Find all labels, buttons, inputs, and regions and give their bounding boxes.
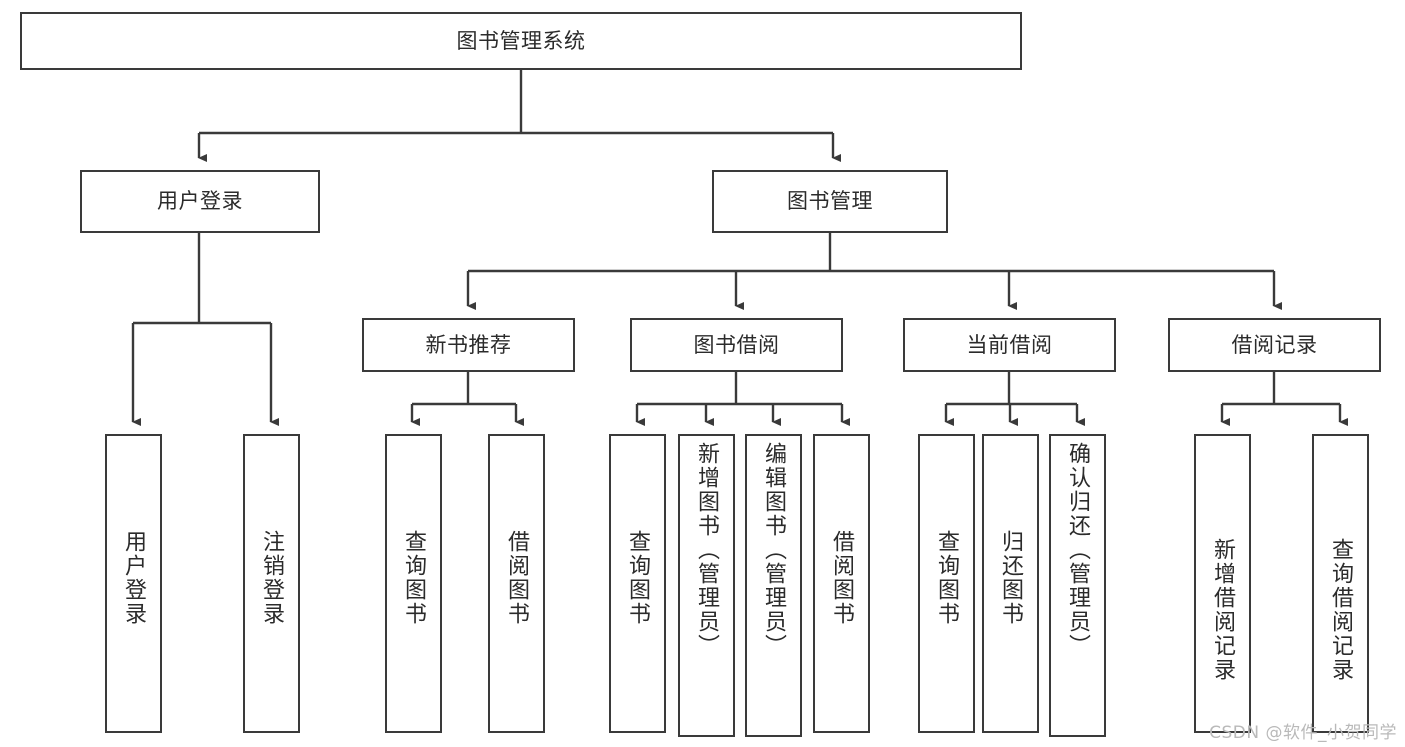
csdn-watermark: CSDN @软件_小贺同学 <box>1209 723 1397 743</box>
node-root-book-management-system[interactable]: 图书管理系统 <box>20 12 1022 70</box>
node-label: 借阅图书 <box>504 530 530 626</box>
node-borrow-record[interactable]: 借阅记录 <box>1168 318 1381 372</box>
node-label: 查询图书 <box>934 530 960 626</box>
node-label: 用户登录 <box>121 530 147 626</box>
leaf-borrow-record-query-record[interactable]: 查询借阅记录 <box>1312 434 1369 733</box>
node-new-book-recommend[interactable]: 新书推荐 <box>362 318 575 372</box>
leaf-book-borrow-borrow-book[interactable]: 借阅图书 <box>813 434 870 733</box>
node-book-borrow[interactable]: 图书借阅 <box>630 318 843 372</box>
node-label: 查询图书 <box>625 530 651 626</box>
node-label: 注销登录 <box>259 530 285 626</box>
leaf-current-borrow-confirm-return-admin[interactable]: 确认归还（管理员） <box>1049 434 1106 737</box>
node-current-borrow[interactable]: 当前借阅 <box>903 318 1116 372</box>
leaf-user-login-logout[interactable]: 注销登录 <box>243 434 300 733</box>
leaf-book-borrow-edit-book-admin[interactable]: 编辑图书（管理员） <box>745 434 802 737</box>
node-user-login[interactable]: 用户登录 <box>80 170 320 233</box>
node-label: 图书管理系统 <box>456 28 586 53</box>
leaf-user-login-login[interactable]: 用户登录 <box>105 434 162 733</box>
node-label: 确认归还（管理员） <box>1065 442 1091 658</box>
leaf-new-book-borrow-book[interactable]: 借阅图书 <box>488 434 545 733</box>
node-label: 借阅记录 <box>1231 332 1318 357</box>
node-label: 新书推荐 <box>425 332 512 357</box>
leaf-book-borrow-add-book-admin[interactable]: 新增图书（管理员） <box>678 434 735 737</box>
node-label: 当前借阅 <box>966 332 1053 357</box>
node-label: 新增图书（管理员） <box>694 442 720 658</box>
node-label: 编辑图书（管理员） <box>761 442 787 658</box>
leaf-current-borrow-return-book[interactable]: 归还图书 <box>982 434 1039 733</box>
node-book-management[interactable]: 图书管理 <box>712 170 948 233</box>
node-label: 用户登录 <box>157 189 243 214</box>
leaf-current-borrow-query-book[interactable]: 查询图书 <box>918 434 975 733</box>
node-label: 查询借阅记录 <box>1328 538 1354 682</box>
node-label: 新增借阅记录 <box>1210 538 1236 682</box>
node-label: 归还图书 <box>998 530 1024 626</box>
node-label: 图书管理 <box>787 189 873 214</box>
node-label: 图书借阅 <box>693 332 780 357</box>
node-label: 借阅图书 <box>829 530 855 626</box>
leaf-book-borrow-query-book[interactable]: 查询图书 <box>609 434 666 733</box>
node-label: 查询图书 <box>401 530 427 626</box>
leaf-borrow-record-add-record[interactable]: 新增借阅记录 <box>1194 434 1251 733</box>
leaf-new-book-query-book[interactable]: 查询图书 <box>385 434 442 733</box>
